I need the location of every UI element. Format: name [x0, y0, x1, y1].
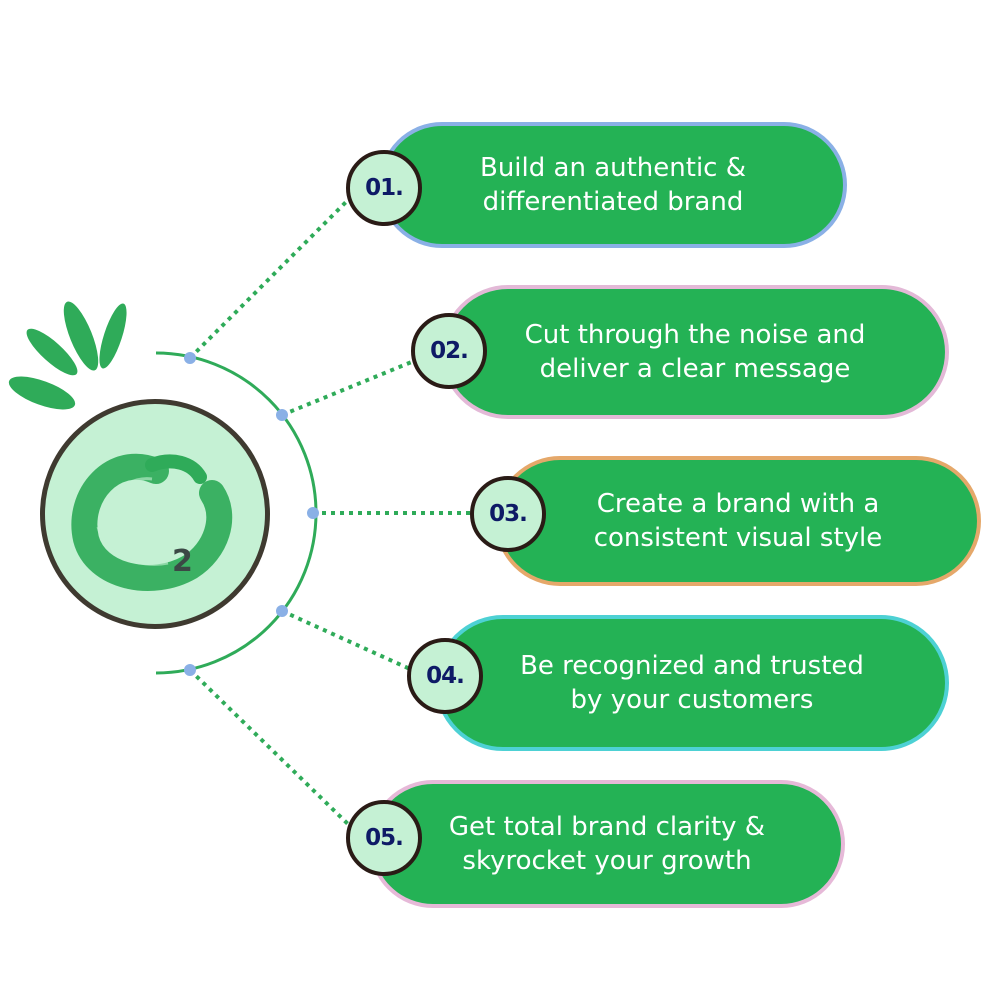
step-number-1: 01. [365, 175, 404, 201]
leader-line-1 [188, 194, 354, 360]
step-text-4: Be recognized and trusted by your custom… [520, 651, 864, 715]
step-number-3: 03. [489, 501, 528, 527]
arc-node-2 [276, 409, 288, 421]
brush-circle-icon [71, 453, 233, 591]
step-badge-2: 02. [411, 313, 487, 389]
step-badge-5: 05. [346, 800, 422, 876]
step-pill-1: Build an authentic & differentiated bran… [379, 122, 847, 248]
step-pill-3: Create a brand with a consistent visual … [495, 456, 981, 586]
step-text-5: Get total brand clarity & skyrocket your… [448, 812, 766, 876]
logo-ray-4 [99, 303, 127, 369]
logo-ray-3 [63, 301, 99, 371]
step-number-4: 04. [426, 663, 465, 689]
logo-ray-1 [8, 376, 76, 410]
step-badge-1: 01. [346, 150, 422, 226]
step-badge-3: 03. [470, 476, 546, 552]
step-text-1: Build an authentic & differentiated bran… [479, 153, 747, 217]
arc-node-5 [184, 664, 196, 676]
arc-node-3 [307, 507, 319, 519]
leader-line-5 [188, 668, 354, 830]
leader-line-2 [281, 359, 415, 417]
step-text-2: Cut through the noise and deliver a clea… [524, 320, 866, 384]
logo-mark: 2 [172, 544, 193, 579]
logo-ray-2 [26, 328, 78, 376]
leader-line-4 [281, 609, 411, 671]
step-pill-2: Cut through the noise and deliver a clea… [441, 285, 949, 419]
step-number-5: 05. [365, 825, 404, 851]
step-pill-5: Get total brand clarity & skyrocket your… [369, 780, 845, 908]
step-text-3: Create a brand with a consistent visual … [593, 489, 883, 553]
step-pill-4: Be recognized and trusted by your custom… [435, 615, 949, 751]
arc-node-4 [276, 605, 288, 617]
step-number-2: 02. [430, 338, 469, 364]
step-badge-4: 04. [407, 638, 483, 714]
arc-node-1 [184, 352, 196, 364]
